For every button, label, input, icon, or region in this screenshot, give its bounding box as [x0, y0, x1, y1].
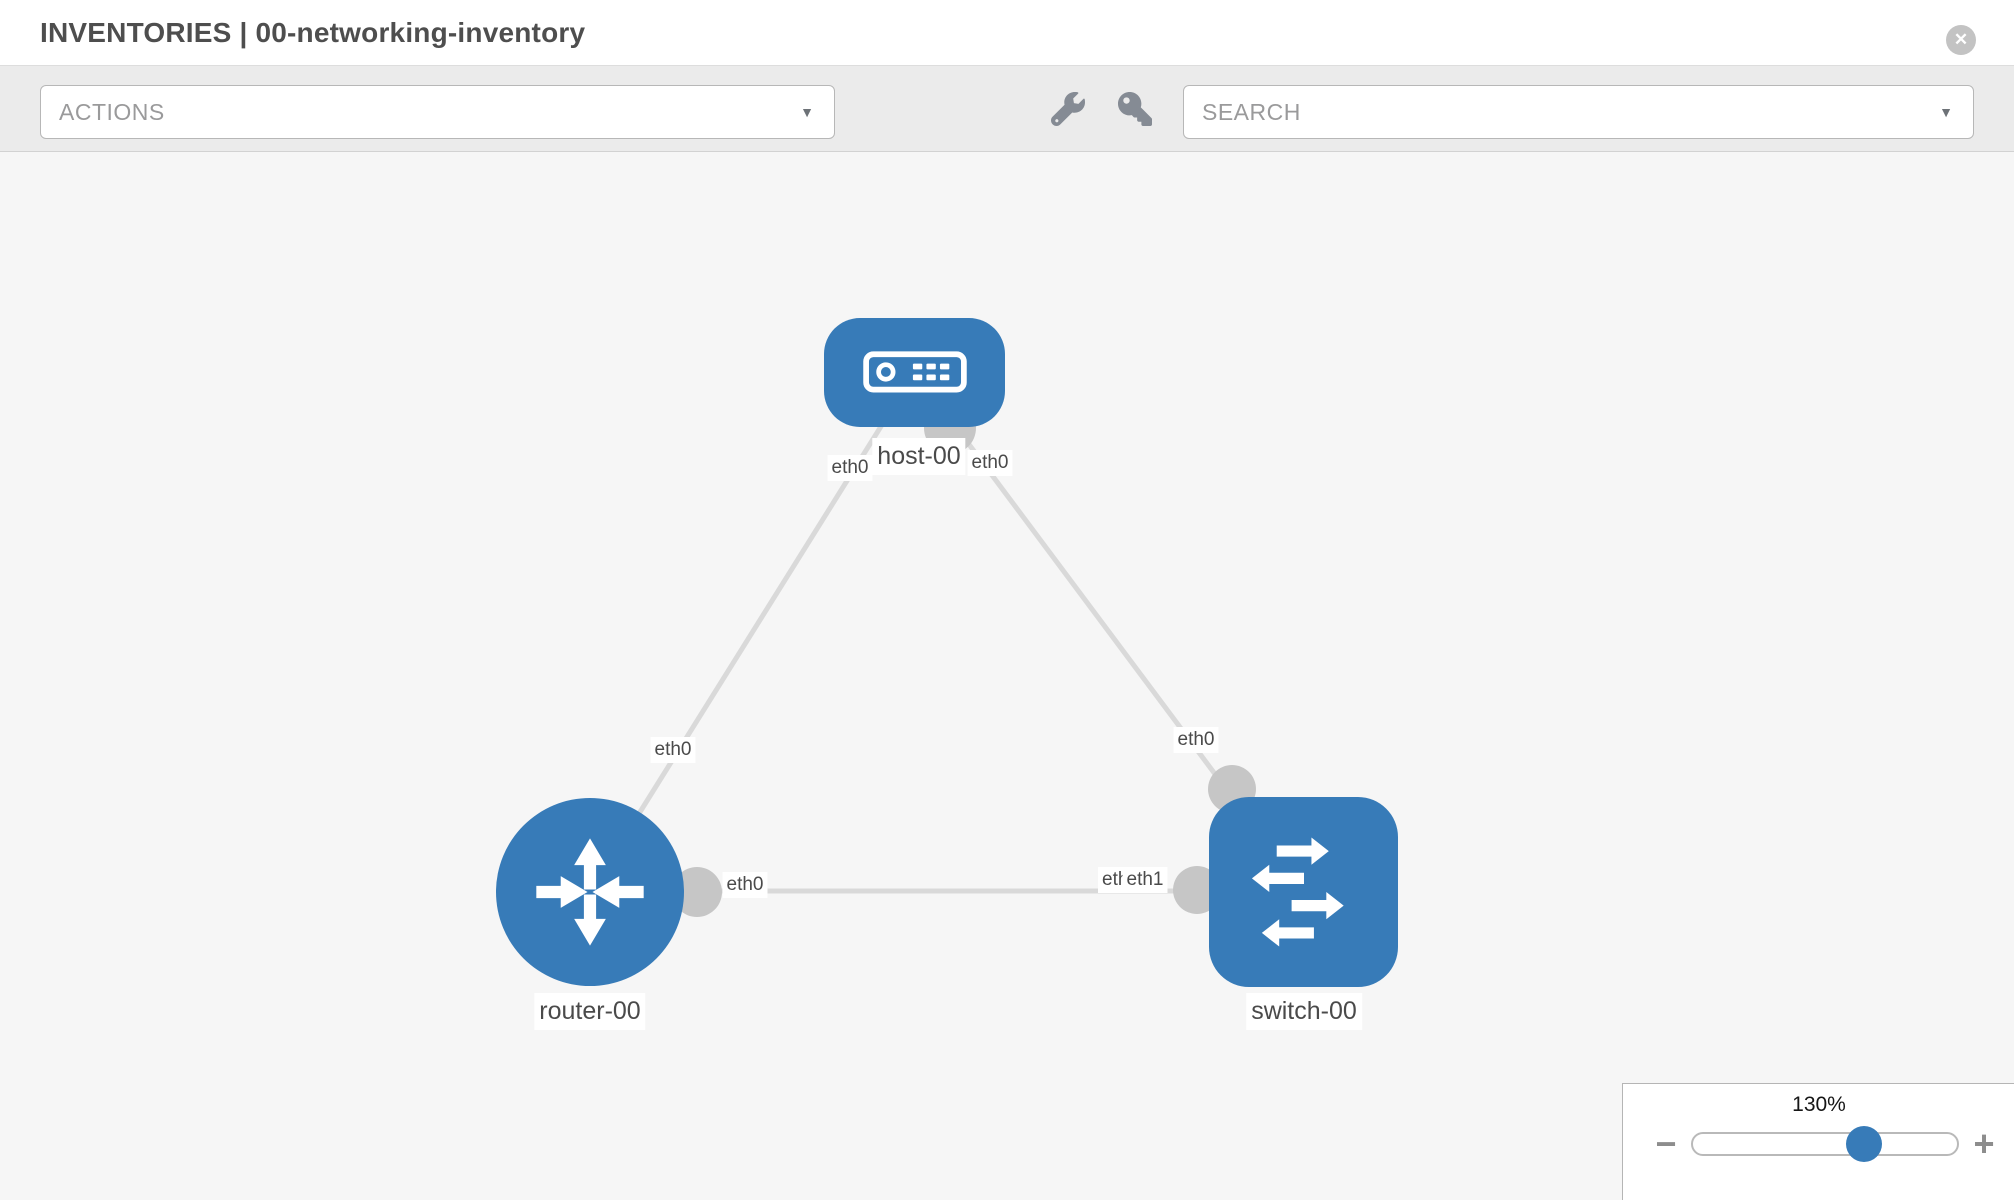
key-icon[interactable] — [1118, 92, 1152, 126]
topology-canvas[interactable]: host-00 router-00 switch-00 eth0 eth0 et… — [0, 152, 2014, 1200]
router-interface-connector[interactable] — [672, 867, 722, 917]
node-label-host-00: host-00 — [872, 438, 966, 475]
zoom-slider-thumb[interactable] — [1846, 1126, 1882, 1162]
interface-label-router-eth0: eth0 — [650, 737, 696, 763]
wrench-icon[interactable] — [1051, 92, 1085, 126]
interface-label-host-eth0-right: eth0 — [967, 450, 1013, 476]
zoom-level-value: 130% — [1792, 1093, 1846, 1116]
router-arrows-icon — [536, 838, 644, 946]
actions-dropdown-label: ACTIONS — [59, 99, 165, 125]
search-dropdown[interactable]: SEARCH ▼ — [1183, 85, 1974, 139]
interface-label-mid-eth0: eth0 — [722, 872, 768, 898]
zoom-out-button[interactable]: − — [1655, 1123, 1677, 1164]
host-device-icon — [862, 350, 967, 392]
zoom-control-panel: 130% − + — [1622, 1083, 2014, 1200]
node-label-router-00: router-00 — [534, 993, 646, 1030]
interface-label-mid-eth0-clipped: eth0 — [1098, 867, 1123, 893]
switch-arrows-icon — [1251, 837, 1344, 947]
node-router-00[interactable] — [496, 798, 684, 986]
toolbar: ACTIONS ▼ SEARCH ▼ — [0, 66, 2014, 152]
chevron-down-icon: ▼ — [800, 104, 814, 120]
interface-label-mid-eth1: eth1 — [1122, 867, 1168, 893]
node-host-00[interactable] — [824, 318, 1005, 427]
zoom-slider-track[interactable] — [1691, 1132, 1959, 1156]
topology-links-layer — [587, 370, 1306, 917]
interface-label-host-eth0-left: eth0 — [827, 455, 873, 481]
node-label-switch-00: switch-00 — [1246, 993, 1362, 1030]
panel-header: INVENTORIES | 00-networking-inventory ✕ — [0, 0, 2014, 66]
interface-label-switch-eth0: eth0 — [1173, 727, 1219, 753]
zoom-in-button[interactable]: + — [1973, 1123, 1995, 1164]
chevron-down-icon: ▼ — [1939, 104, 1953, 120]
close-icon[interactable]: ✕ — [1946, 25, 1976, 55]
node-switch-00[interactable] — [1209, 797, 1398, 987]
actions-dropdown[interactable]: ACTIONS ▼ — [40, 85, 835, 139]
page-title: INVENTORIES | 00-networking-inventory — [40, 17, 586, 48]
search-dropdown-label: SEARCH — [1202, 99, 1301, 125]
